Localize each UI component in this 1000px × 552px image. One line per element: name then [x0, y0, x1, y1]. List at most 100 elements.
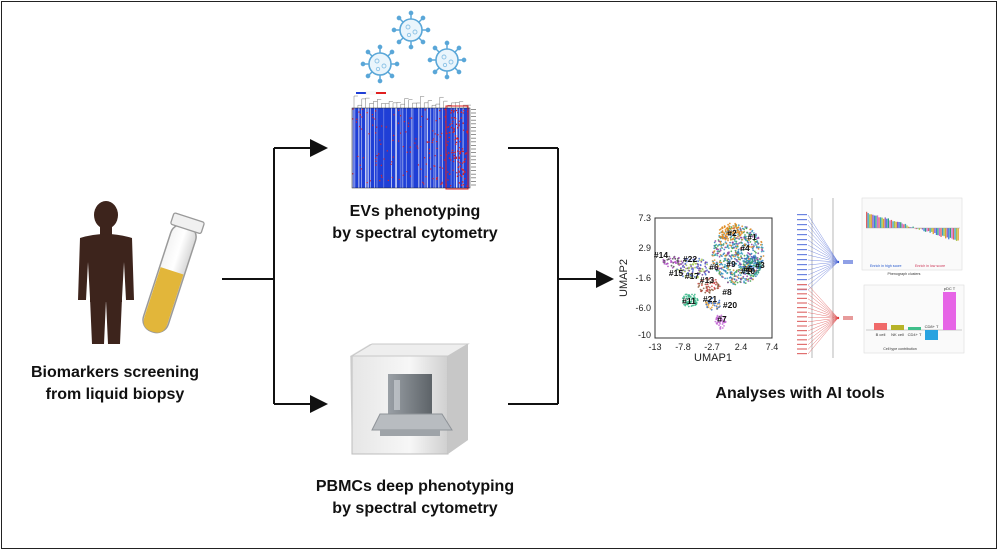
heatmap-cell — [447, 141, 449, 143]
heatmap-row-label — [471, 152, 476, 153]
umap-point — [692, 268, 694, 271]
umap-point — [666, 262, 669, 265]
umap-point — [691, 297, 693, 300]
heatmap-cell — [461, 148, 464, 150]
umap-point — [704, 283, 707, 286]
umap-point — [718, 303, 721, 305]
umap-ylabel: UMAP2 — [618, 259, 630, 297]
heatmap-cell — [434, 165, 436, 167]
contribution-bar-label: NK cell — [891, 332, 904, 337]
umap-point — [724, 254, 726, 257]
side-xlabel-bottom: Cell type contribution — [883, 347, 917, 351]
umap-point — [753, 232, 755, 234]
network-label-red — [797, 353, 807, 355]
heatmap-cell — [459, 161, 461, 164]
umap-point — [727, 268, 729, 271]
umap-point — [736, 229, 739, 232]
umap-point — [711, 285, 713, 288]
umap-point — [729, 255, 732, 258]
heatmap-row-label — [471, 148, 476, 150]
umap-point — [744, 278, 746, 280]
umap-point — [747, 255, 750, 258]
umap-point — [740, 247, 742, 249]
umap-point — [727, 239, 729, 242]
dendrogram-branch — [400, 103, 405, 108]
umap-point — [756, 259, 759, 262]
umap-point — [707, 285, 710, 288]
umap-point — [716, 254, 719, 257]
umap-point — [726, 272, 728, 275]
heatmap-cell — [359, 125, 361, 128]
network-label-blue — [797, 274, 807, 276]
heatmap-highlight-box — [445, 105, 469, 190]
umap-point — [755, 244, 757, 246]
heatmap-cell — [379, 139, 381, 141]
heatmap-cell — [458, 120, 460, 122]
waterfall-bar — [873, 215, 876, 228]
heatmap-stripe — [418, 108, 419, 188]
umap-point — [743, 281, 746, 284]
heatmap-cell — [453, 130, 455, 133]
heatmap-cell — [409, 117, 411, 119]
heatmap-cell — [459, 140, 461, 143]
umap-point — [753, 234, 756, 237]
umap-point — [687, 267, 690, 270]
heatmap-cell — [359, 164, 361, 166]
umap-point — [730, 257, 733, 260]
umap-point — [732, 246, 735, 249]
heatmap-cell — [371, 114, 373, 116]
contribution-bar-label: CD8+ T — [925, 324, 939, 329]
umap-point — [743, 267, 746, 270]
umap-point — [684, 262, 687, 265]
umap-point — [719, 248, 722, 250]
umap-point — [729, 241, 731, 244]
heatmap-cell — [441, 183, 443, 185]
umap-point — [672, 265, 675, 268]
heatmap-cell — [425, 163, 427, 165]
umap-point — [690, 266, 693, 269]
waterfall-bar — [945, 228, 947, 239]
waterfall-bar — [946, 228, 948, 238]
umap-point — [718, 255, 721, 258]
umap-point — [714, 240, 717, 242]
umap-point — [718, 299, 721, 302]
umap-point — [698, 282, 701, 285]
heatmap-cell — [361, 108, 364, 110]
umap-point — [694, 301, 697, 304]
heatmap-cell — [455, 109, 458, 112]
heatmap-cell — [463, 184, 465, 186]
heatmap-cell — [466, 185, 468, 187]
umap-point — [743, 248, 745, 251]
network-hub-label — [843, 316, 853, 320]
umap-xtick-label: -13 — [648, 342, 661, 352]
heatmap-stripe — [439, 108, 441, 188]
source-label-line1: Biomarkers screening — [30, 364, 200, 381]
umap-point — [710, 306, 713, 309]
heatmap-cell — [357, 155, 359, 158]
heatmap-stripe — [395, 108, 396, 188]
umap-point — [709, 298, 712, 300]
network-edge-blue — [807, 219, 839, 263]
heatmap-cell — [448, 157, 451, 159]
umap-point — [702, 259, 705, 262]
umap-point — [707, 278, 710, 281]
umap-point — [761, 249, 764, 252]
heatmap-cell — [414, 142, 416, 144]
umap-point — [682, 269, 685, 271]
umap-point — [754, 261, 757, 264]
heatmap-row-label — [471, 184, 476, 186]
heatmap-cell — [433, 138, 435, 140]
umap-cluster-label: #4 — [740, 243, 750, 253]
umap-point — [714, 244, 717, 247]
umap-point — [754, 275, 757, 278]
network-edge-red — [807, 317, 839, 327]
heatmap-cell — [443, 159, 446, 161]
contribution-bar — [943, 292, 956, 330]
umap-point — [735, 247, 738, 250]
umap-point — [719, 327, 722, 330]
umap-cluster-labels: #2#1#9#22#14#15#17#11#10#3#8#5#6#13#21#2… — [654, 228, 765, 324]
heatmap-row-label — [471, 159, 476, 161]
heatmap-stripe — [438, 108, 439, 188]
umap-cluster-label: #22 — [683, 254, 697, 264]
heatmap-cell — [366, 112, 368, 114]
